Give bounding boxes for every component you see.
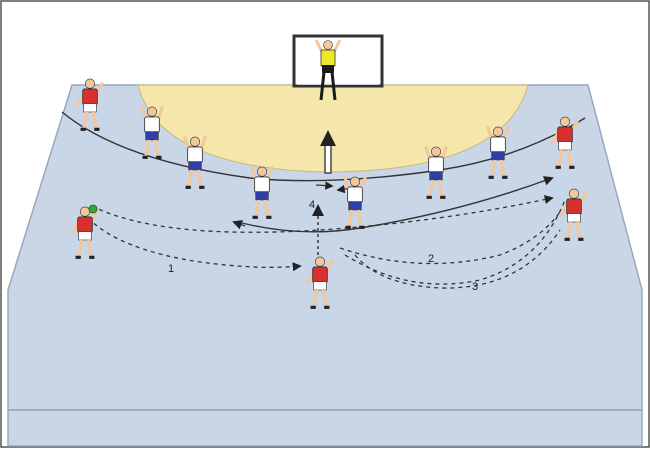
pass-path-3 <box>344 199 566 285</box>
attacker-player <box>305 256 334 309</box>
attacker-player <box>75 78 104 131</box>
defender-player <box>343 175 367 229</box>
label-pass-2: 2 <box>428 253 434 265</box>
pass-path-4 <box>354 229 561 289</box>
label-pass-3: 3 <box>472 281 478 293</box>
pass-path-2 <box>339 211 561 265</box>
court-floor <box>7 84 643 447</box>
defender-player <box>486 125 510 179</box>
defender-player <box>250 165 274 219</box>
pass-path-1 <box>87 217 302 272</box>
pass-path-wide <box>91 195 554 233</box>
ball <box>88 204 98 214</box>
label-move-4: 4 <box>309 199 315 211</box>
short-arrow <box>315 181 334 190</box>
goalkeeper <box>314 39 342 101</box>
attacker-player <box>550 116 579 169</box>
attacker-player <box>70 206 99 259</box>
goal <box>292 34 384 88</box>
defender-player <box>140 105 164 159</box>
defender-player <box>183 135 207 189</box>
attacker-player <box>559 188 588 241</box>
forward-arrow <box>320 130 336 174</box>
label-pass-1: 1 <box>168 263 174 275</box>
free-throw-line <box>61 111 586 182</box>
move-arrow-4 <box>312 204 324 255</box>
defender-shift-line <box>237 176 554 233</box>
defender-player <box>424 145 448 199</box>
goal-area <box>137 84 529 173</box>
